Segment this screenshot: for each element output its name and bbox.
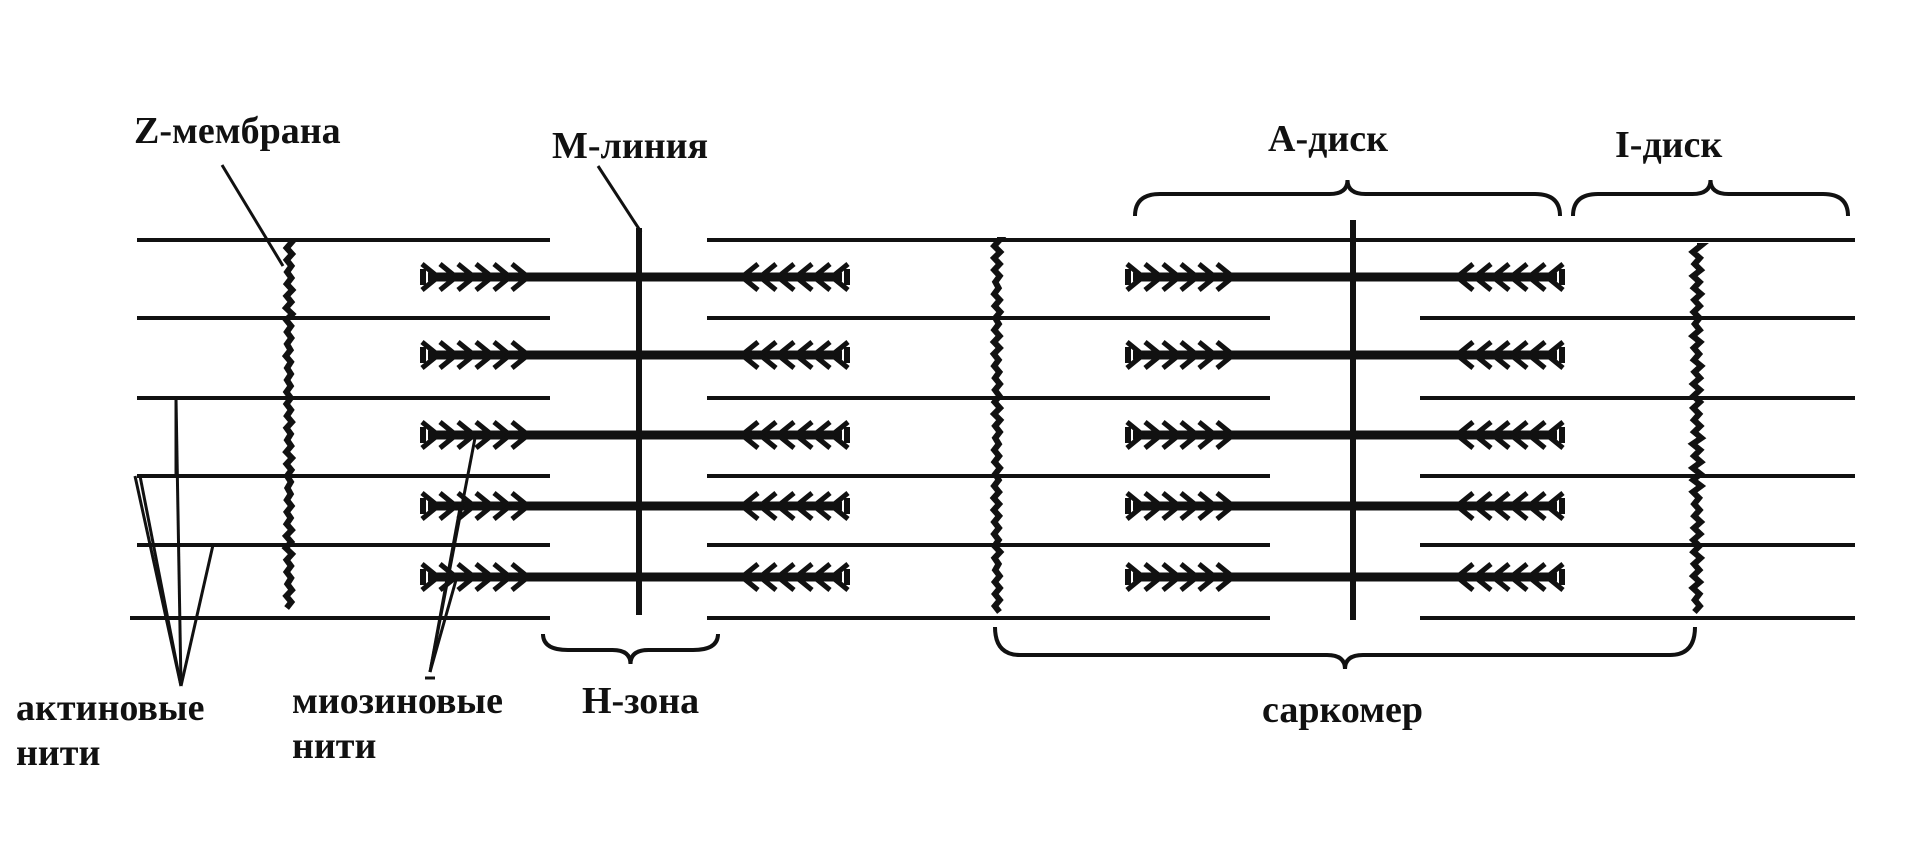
actin-filaments xyxy=(130,240,1855,618)
a-disc-brace xyxy=(1135,180,1560,216)
z-membrane-left xyxy=(286,242,293,608)
actin-leader-2 xyxy=(181,545,213,686)
myosin-filament-left-3 xyxy=(422,493,848,519)
z-membrane-middle xyxy=(994,240,1001,612)
actin-label-line2: нити xyxy=(16,732,100,774)
sarcomere-label: саркомер xyxy=(1262,689,1423,731)
myosin-filament-left-1 xyxy=(422,342,848,368)
leader-lines xyxy=(135,165,641,686)
myosin-filament-right-2 xyxy=(1127,422,1563,448)
myosin-leader-1 xyxy=(430,508,460,672)
i-disc-brace xyxy=(1573,180,1848,216)
m-line-leader xyxy=(598,166,641,232)
myosin-label-line2: нити xyxy=(292,725,376,767)
a-disc-label: А-диск xyxy=(1268,118,1388,160)
myosin-label-line1: миозиновые xyxy=(292,680,503,722)
h-zone-label: Н-зона xyxy=(582,680,699,722)
myosin-filament-left-0 xyxy=(422,264,848,290)
sarcomere-brace xyxy=(995,627,1695,669)
z-membrane-leader xyxy=(222,165,283,266)
h-zone-brace xyxy=(543,634,718,664)
myosin-filament-right-3 xyxy=(1127,493,1563,519)
myosin-filament-right-0 xyxy=(1127,264,1563,290)
myosin-filament-left-2 xyxy=(422,422,848,448)
myosin-filament-right-1 xyxy=(1127,342,1563,368)
z-membrane-label: Z-мембрана xyxy=(134,110,341,152)
z-membrane-right xyxy=(1693,246,1702,612)
myosin-filament-left-4 xyxy=(422,564,848,590)
i-disc-label: I-диск xyxy=(1615,124,1722,166)
m-line-label: М-линия xyxy=(552,125,708,167)
actin-leader-3 xyxy=(135,476,181,686)
braces xyxy=(543,180,1848,669)
myosin-filament-right-4 xyxy=(1127,564,1563,590)
actin-label-line1: актиновые xyxy=(16,687,204,729)
